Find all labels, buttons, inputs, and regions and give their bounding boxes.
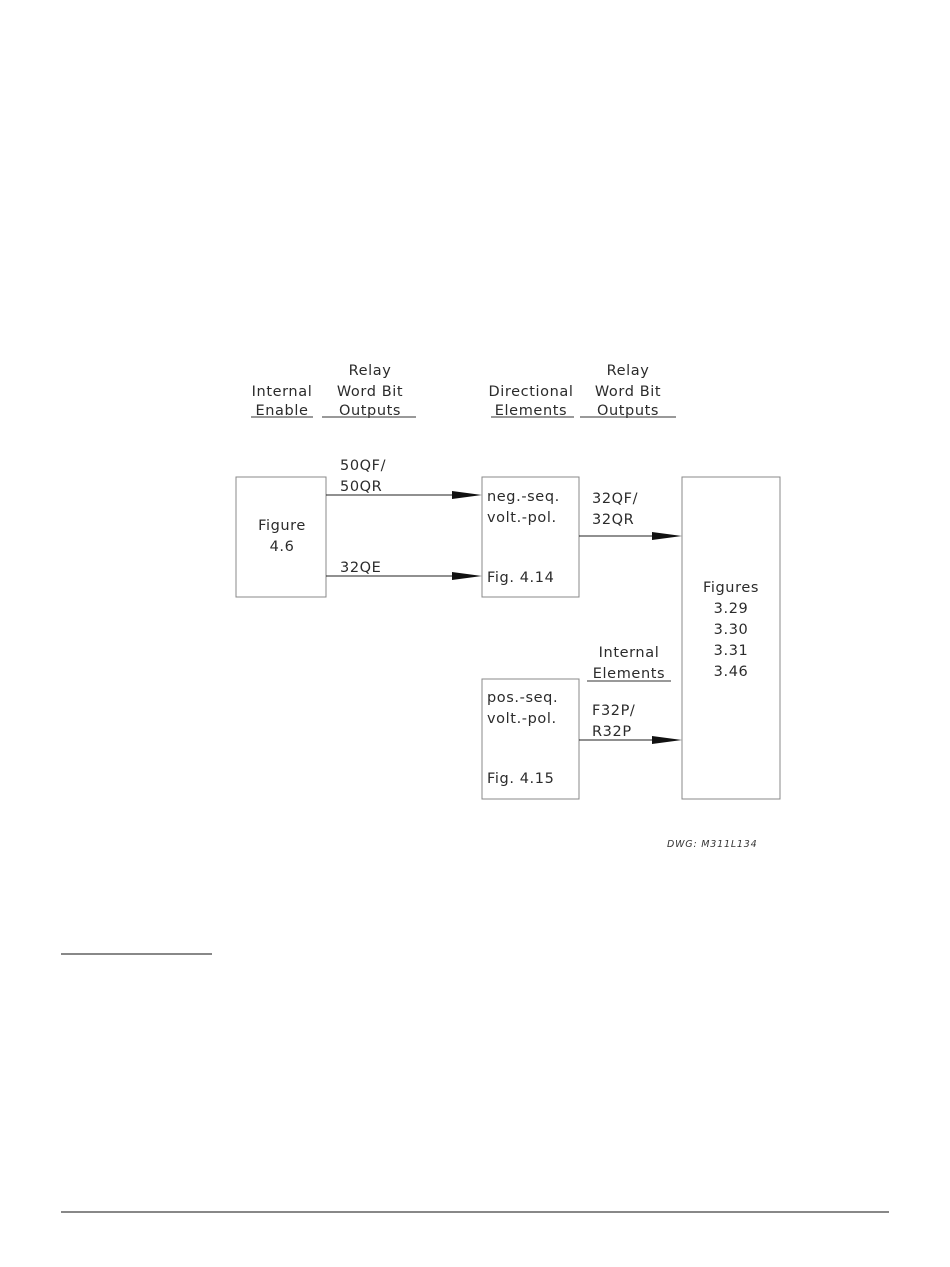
neg-seq-label-2: volt.-pol. xyxy=(487,510,557,526)
signal-32p-arrowhead xyxy=(652,736,682,744)
header-relay-1: Relay xyxy=(349,363,392,379)
signal-32qe-label: 32QE xyxy=(340,560,381,576)
signal-32qf-label: 32QF/ xyxy=(592,491,638,507)
figures-label-2: 3.29 xyxy=(714,601,749,617)
figures-label-1: Figures xyxy=(703,580,759,596)
header-internal-2: Internal xyxy=(599,645,660,661)
pos-seq-label-2: volt.-pol. xyxy=(487,711,557,727)
signal-50qr-label: 50QR xyxy=(340,479,382,495)
header-directional: Directional xyxy=(488,384,573,400)
signal-32q-arrowhead xyxy=(652,532,682,540)
pos-seq-label-3: Fig. 4.15 xyxy=(487,771,554,787)
signal-50qf-label: 50QF/ xyxy=(340,458,386,474)
signal-r32p-label: R32P xyxy=(592,724,632,740)
figures-label-3: 3.30 xyxy=(714,622,749,638)
figure-4-6-box xyxy=(236,477,326,597)
signal-32qe-arrowhead xyxy=(452,572,482,580)
drawing-number: DWG: M311L134 xyxy=(667,839,757,850)
pos-seq-label-1: pos.-seq. xyxy=(487,690,558,706)
figure-4-6-label-2: 4.6 xyxy=(270,539,295,555)
signal-f32p-label: F32P/ xyxy=(592,703,635,719)
header-internal: Internal xyxy=(252,384,313,400)
header-relay-2: Relay xyxy=(607,363,650,379)
figures-label-5: 3.46 xyxy=(714,664,749,680)
signal-32qr-label: 32QR xyxy=(592,512,634,528)
signal-50q-arrowhead xyxy=(452,491,482,499)
header-word-bit-1: Word Bit xyxy=(337,384,403,400)
figure-4-6-label-1: Figure xyxy=(258,518,306,534)
figures-box xyxy=(682,477,780,799)
header-elements-2: Elements xyxy=(593,666,665,682)
neg-seq-label-3: Fig. 4.14 xyxy=(487,570,554,586)
header-word-bit-2: Word Bit xyxy=(595,384,661,400)
figures-label-4: 3.31 xyxy=(714,643,749,659)
neg-seq-label-1: neg.-seq. xyxy=(487,489,560,505)
